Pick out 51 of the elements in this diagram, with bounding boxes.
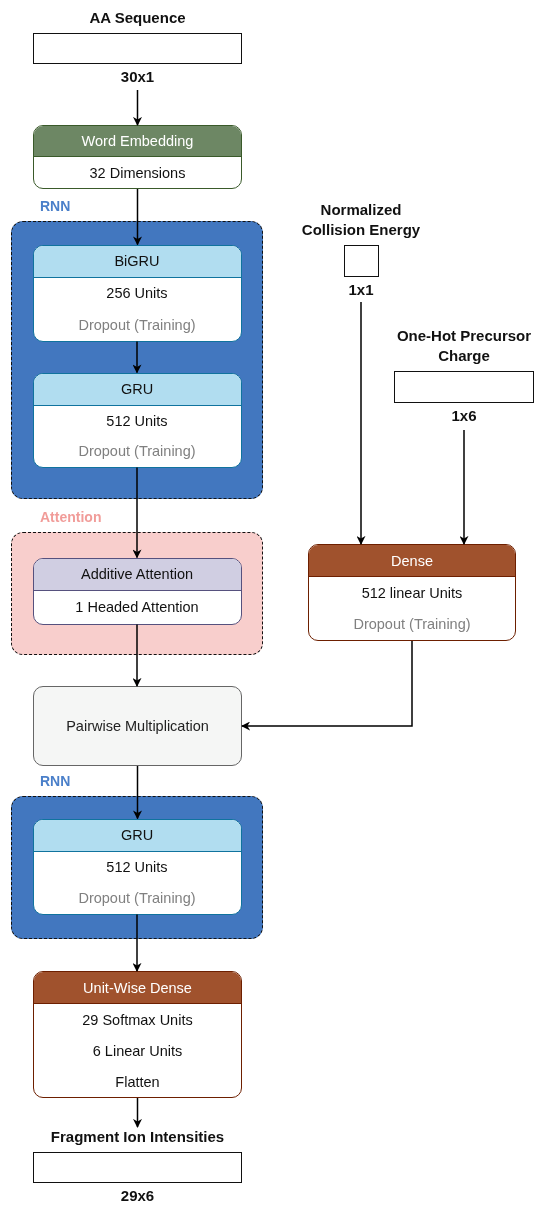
layer-header: Word Embedding (34, 126, 241, 157)
arrow (459, 429, 469, 545)
arrow (241, 640, 413, 731)
layer-detail: 512 Units (106, 412, 168, 429)
layer-detail: 32 Dimensions (89, 164, 186, 181)
arrow (133, 188, 142, 246)
layer-detail: Dropout (Training) (353, 616, 471, 633)
arrow (132, 466, 142, 559)
arrow (356, 301, 366, 545)
layer-header: BiGRU (33, 245, 241, 278)
group-label: RNN (40, 198, 71, 214)
arrow (133, 765, 142, 820)
operation-label: Pairwise Multiplication (66, 718, 209, 734)
shape-label: 1x1 (348, 280, 374, 300)
arrow (132, 340, 142, 374)
layer-box (32, 372, 242, 468)
layer-detail: Dropout (Training) (78, 443, 196, 460)
layer-detail: Dropout (Training) (78, 890, 196, 906)
input-label: One-Hot Precursor Charge (395, 326, 533, 366)
layer-detail: 29 Softmax Units (82, 1011, 193, 1028)
input-label: AA Sequence (89, 8, 186, 28)
layer-header: GRU (33, 373, 241, 406)
layer-detail: 512 linear Units (361, 584, 463, 601)
arrow (133, 1097, 142, 1128)
layer-detail: 6 Linear Units (92, 1042, 183, 1059)
layer-box (308, 544, 516, 641)
shape-label: 30x1 (120, 67, 155, 87)
input-label: Normalized Collision Energy (300, 200, 422, 240)
shape-label: 1x6 (451, 406, 477, 426)
group-label: RNN (40, 773, 71, 789)
layer-header: Unit-Wise Dense (34, 972, 241, 1004)
layer-detail: 1 Headed Attention (75, 599, 199, 615)
layer-detail: 512 Units (106, 859, 168, 875)
layer-box (33, 971, 242, 1098)
layer-detail: Flatten (115, 1073, 160, 1090)
arrow (132, 913, 142, 972)
input-label: Fragment Ion Intensities (50, 1127, 225, 1147)
layer-box (32, 818, 242, 915)
layer-header: GRU (33, 819, 241, 852)
arrow (132, 623, 142, 687)
layer-box (33, 125, 242, 189)
layer-header: Additive Attention (33, 558, 241, 591)
operation-box (33, 686, 242, 766)
layer-box (32, 244, 242, 342)
layer-detail: Dropout (Training) (78, 316, 196, 333)
group-label: Attention (40, 509, 102, 525)
shape-label: 29x6 (120, 1186, 155, 1206)
arrow (133, 89, 142, 126)
layer-detail: 256 Units (106, 285, 168, 302)
layer-header: Dense (309, 545, 515, 577)
layer-box (32, 557, 242, 625)
